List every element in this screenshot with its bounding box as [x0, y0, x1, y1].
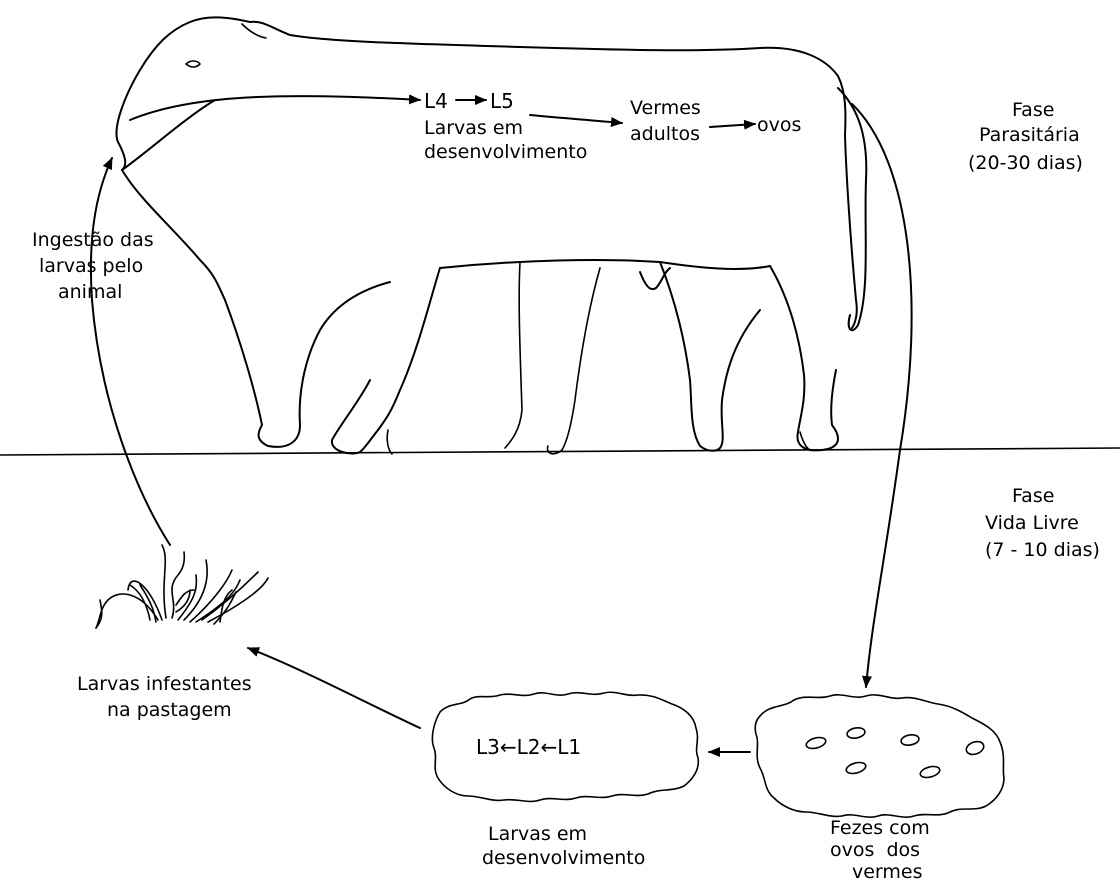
developing-larvae-label: Larvas em [424, 117, 523, 139]
egg-icon [846, 727, 865, 740]
parasitic-phase-duration: (20-30 dias) [968, 152, 1083, 174]
arrow-larvae-to-pasture [248, 648, 420, 728]
calf-silhouette [117, 17, 867, 454]
adult-worms-label: Vermes [630, 97, 701, 119]
egg-icon [964, 739, 985, 756]
arrow-adults-eggs [710, 124, 755, 127]
pasture-larvae-label: Larvas infestantes [77, 673, 252, 695]
adult-worms-label-2: adultos [630, 123, 700, 145]
dung-eggs-caption-3: vermes [852, 861, 923, 883]
egg-icon [845, 761, 867, 776]
stage-l4-label: L4 [424, 89, 448, 113]
dung-eggs-caption-2: ovos dos [830, 839, 920, 861]
dung-eggs-caption: Fezes com [830, 817, 930, 839]
grass-tuft-icon [96, 545, 268, 628]
eggs-label: ovos [757, 114, 801, 136]
free-living-phase-duration: (7 - 10 dias) [985, 539, 1100, 561]
arrow-l5-adults [530, 115, 622, 123]
larval-stages-label: L3←L2←L1 [476, 735, 581, 759]
egg-icon [919, 765, 941, 780]
parasitic-phase-title: Fase [1012, 99, 1054, 121]
developing-larvae-label-2: desenvolvimento [424, 141, 587, 163]
parasitic-phase-name: Parasitária [979, 124, 1080, 146]
dung-larvae-caption: Larvas em [488, 823, 587, 845]
egg-icon [805, 736, 827, 751]
stage-l5-label: L5 [490, 89, 514, 113]
free-living-phase-name: Vida Livre [985, 512, 1079, 534]
dung-pat-eggs [755, 695, 1004, 817]
free-living-phase-title: Fase [1012, 485, 1054, 507]
ingestion-label-2: larvas pelo [39, 255, 143, 277]
egg-icon [900, 734, 919, 747]
ingestion-label: Ingestão das [32, 229, 154, 251]
ingestion-label-3: animal [58, 281, 122, 303]
arrow-host-to-dung [852, 104, 912, 687]
arrow-into-host [130, 96, 420, 120]
pasture-larvae-label-2: na pastagem [107, 699, 232, 721]
dung-larvae-caption-2: desenvolvimento [482, 847, 645, 869]
